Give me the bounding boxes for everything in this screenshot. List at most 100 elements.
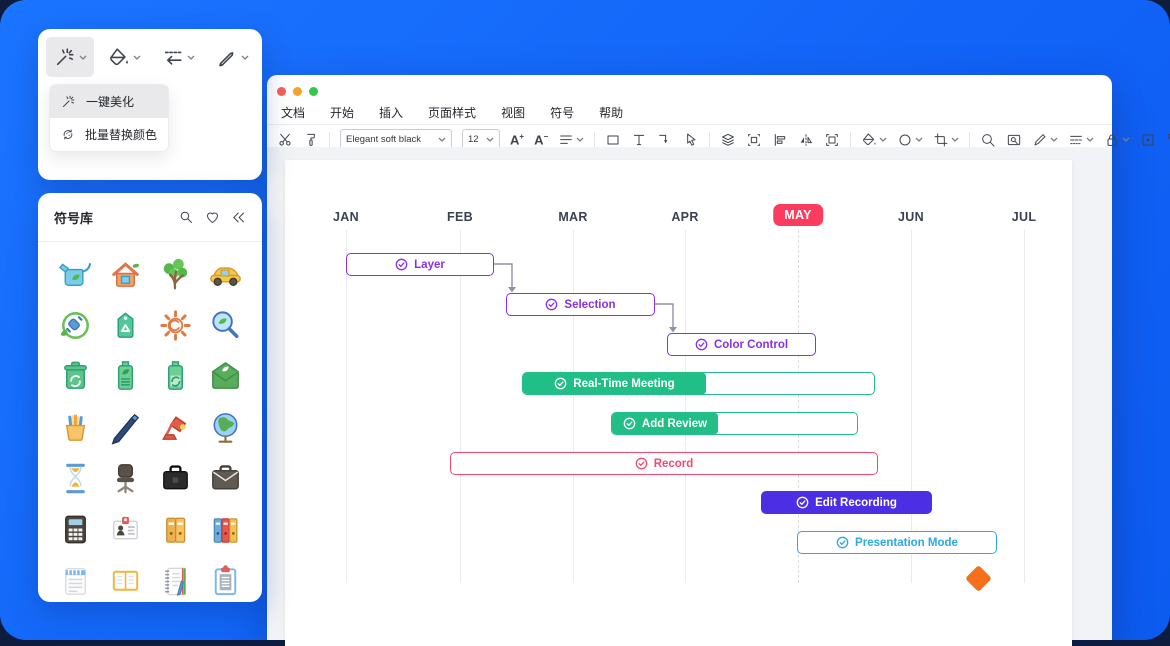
month-label-jul: JUL	[1011, 210, 1037, 224]
symbol-spiral-notebook-icon[interactable]	[150, 555, 200, 606]
task-label: Add Review	[641, 417, 708, 430]
beautify-dropdown-menu: 一键美化批量替换颜色	[49, 84, 169, 152]
symbol-car-icon[interactable]	[200, 249, 250, 300]
symbol-battery-recycle-icon[interactable]	[150, 351, 200, 402]
symbol-pen-item-icon[interactable]	[100, 402, 150, 453]
month-label-jun: JUN	[898, 210, 924, 224]
menu-item[interactable]: 页面样式	[428, 105, 477, 120]
month-label-mar: MAR	[558, 210, 588, 224]
menu-item[interactable]: 文档	[281, 105, 306, 120]
fill-color-button[interactable]	[861, 132, 887, 150]
symbol-eco-mail-icon[interactable]	[200, 351, 250, 402]
symbol-pencil-cup-icon[interactable]	[50, 402, 100, 453]
symbol-sun-icon[interactable]	[150, 300, 200, 351]
group-button[interactable]	[746, 132, 762, 148]
magic-wand-tool[interactable]	[46, 37, 94, 77]
layers-button[interactable]	[720, 132, 736, 148]
menu-item[interactable]: 插入	[379, 105, 404, 120]
search-icon[interactable]	[179, 210, 194, 225]
shape-style-button[interactable]	[897, 132, 923, 148]
menu-item[interactable]: 开始	[330, 105, 355, 120]
share-button[interactable]	[1166, 132, 1170, 148]
cut-button[interactable]	[277, 132, 293, 148]
symbol-binders-icon[interactable]	[200, 504, 250, 555]
symbol-office-chair-icon[interactable]	[100, 453, 150, 504]
toolbar-separator	[329, 131, 330, 148]
align-text-button[interactable]	[558, 132, 584, 148]
month-label-apr: APR	[671, 210, 699, 224]
symbol-hourglass-icon[interactable]	[50, 453, 100, 504]
connector-button[interactable]	[657, 132, 673, 148]
zoom-button[interactable]	[980, 132, 996, 148]
align-objects-button[interactable]	[772, 132, 788, 148]
symbol-folders-icon[interactable]	[150, 504, 200, 555]
symbol-battery-leaf-icon[interactable]	[100, 351, 150, 402]
symbol-recycle-bin-icon[interactable]	[50, 351, 100, 402]
pointer-button[interactable]	[683, 132, 699, 148]
task-label: Edit Recording	[815, 496, 897, 509]
symbol-id-card-icon[interactable]	[100, 504, 150, 555]
format-painter-button[interactable]	[303, 132, 319, 148]
paint-bucket-tool[interactable]	[100, 37, 148, 77]
symbol-briefcase-icon[interactable]	[150, 453, 200, 504]
gantt-task[interactable]: Color Control	[667, 333, 816, 356]
task-label: Selection	[564, 298, 616, 311]
menu-item[interactable]: 帮助	[599, 105, 624, 120]
heart-icon[interactable]	[205, 210, 220, 225]
symbol-watering-can-icon[interactable]	[50, 249, 100, 300]
gantt-task[interactable]: Add Review	[611, 412, 858, 435]
gantt-task[interactable]: Presentation Mode	[797, 531, 997, 554]
menu-item-color-swap[interactable]: 批量替换颜色	[50, 118, 168, 151]
toolbar-separator	[969, 131, 971, 148]
gantt-task[interactable]: Edit Recording	[761, 491, 932, 514]
symbol-eco-house-icon[interactable]	[100, 249, 150, 300]
gridline	[911, 230, 912, 583]
font-decrease-button[interactable]: A−	[534, 131, 549, 148]
symbol-library-header: 符号库	[38, 193, 262, 242]
gantt-task[interactable]: Layer	[346, 253, 494, 276]
symbol-eco-plug-icon[interactable]	[50, 300, 100, 351]
menu-item[interactable]: 视图	[501, 105, 526, 120]
task-progress-fill: Real-Time Meeting	[523, 373, 706, 394]
line-style-button[interactable]	[1068, 132, 1094, 148]
focus-button[interactable]	[1140, 132, 1156, 148]
month-label-may: MAY	[773, 204, 823, 226]
frame-button[interactable]	[824, 132, 840, 148]
symbol-clipboard-icon[interactable]	[200, 555, 250, 606]
style-tools-row	[38, 29, 262, 77]
symbol-desk-lamp-icon[interactable]	[150, 402, 200, 453]
gridline	[460, 230, 461, 583]
crop-button[interactable]	[933, 132, 959, 148]
font-increase-button[interactable]: A+	[510, 131, 525, 148]
gridline	[573, 230, 574, 583]
symbol-notebook-icon[interactable]	[100, 555, 150, 606]
symbol-eco-search-icon[interactable]	[200, 300, 250, 351]
symbol-globe-icon[interactable]	[200, 402, 250, 453]
zoom-window-button[interactable]	[309, 86, 318, 96]
line-color-button[interactable]	[1032, 132, 1058, 150]
gantt-task[interactable]: Real-Time Meeting	[522, 372, 875, 395]
month-label-feb: FEB	[447, 210, 473, 224]
text-tool-button[interactable]	[631, 132, 647, 148]
symbol-suitcase-icon[interactable]	[200, 453, 250, 504]
symbol-calculator-icon[interactable]	[50, 504, 100, 555]
pen-tool[interactable]	[208, 37, 256, 77]
gantt-task[interactable]: Selection	[506, 293, 655, 316]
flip-button[interactable]	[798, 132, 814, 148]
line-style-tool[interactable]	[154, 37, 202, 77]
menu-item[interactable]: 符号	[550, 105, 575, 120]
lock-button[interactable]	[1104, 132, 1130, 148]
gantt-task[interactable]: Record	[450, 452, 878, 475]
find-image-button[interactable]	[1006, 132, 1022, 148]
symbol-eco-tag-icon[interactable]	[100, 300, 150, 351]
symbol-tree-icon[interactable]	[150, 249, 200, 300]
menu-item-magic-wand[interactable]: 一键美化	[50, 85, 168, 118]
milestone-diamond[interactable]	[964, 564, 992, 592]
minimize-window-button[interactable]	[293, 86, 302, 96]
symbol-notepad-icon[interactable]	[50, 555, 100, 606]
shape-rect-button[interactable]	[605, 132, 621, 148]
close-window-button[interactable]	[277, 86, 286, 96]
collapse-panel-icon[interactable]	[231, 210, 246, 225]
